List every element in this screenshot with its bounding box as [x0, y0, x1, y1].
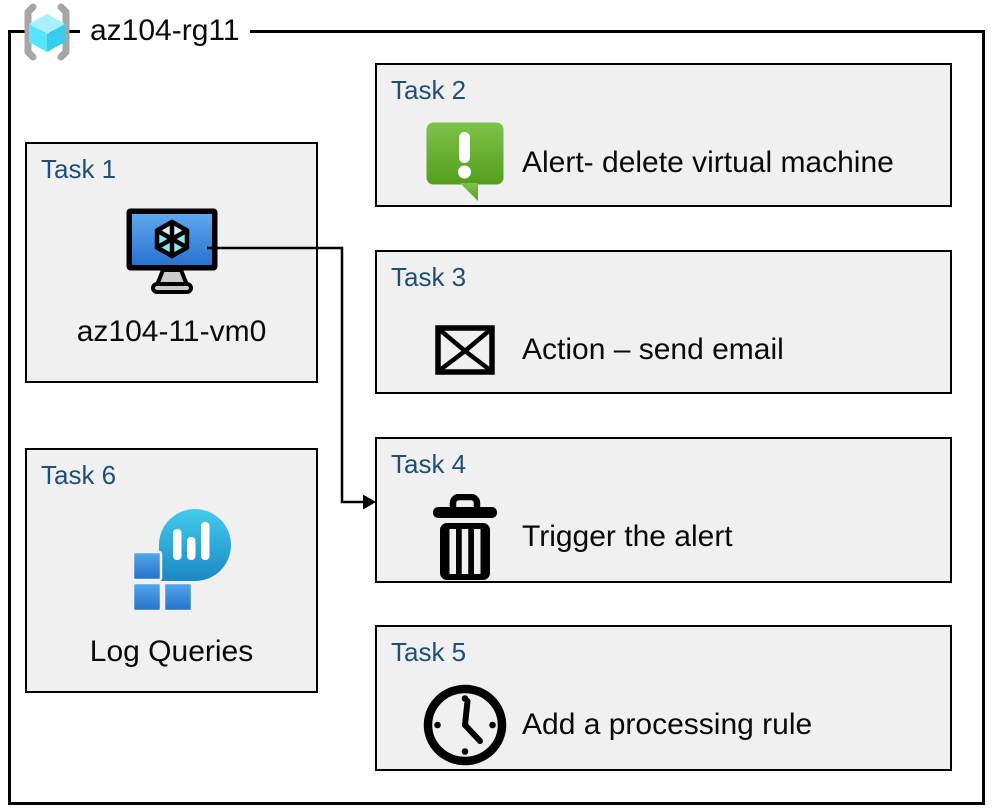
task-2-label: Alert- delete virtual machine [522, 146, 894, 179]
task-3-box: Task 3 Action – send email [375, 250, 952, 394]
resource-group-label: az104-rg11 [80, 12, 250, 50]
task-4-label: Trigger the alert [522, 520, 733, 553]
alert-message-icon [426, 122, 504, 201]
task-6-box: Task 6 Log Queries [25, 448, 318, 693]
resource-group-icon [24, 3, 70, 61]
task-1-title: Task 1 [41, 154, 117, 184]
task-3-title: Task 3 [391, 262, 467, 292]
log-analytics-icon [133, 509, 231, 611]
task-5-label: Add a processing rule [522, 708, 813, 741]
email-envelope-icon [435, 325, 495, 375]
task-2-title: Task 2 [391, 75, 467, 105]
task-6-label: Log Queries [89, 635, 254, 668]
task-5-box: Task 5 Add a processing rule [375, 625, 952, 771]
trash-icon [433, 494, 497, 580]
task-1-box: Task 1 az104-11-vm0 [25, 142, 318, 383]
task-4-title: Task 4 [391, 449, 467, 479]
task-2-box: Task 2 Alert- delete virtual machine [375, 63, 952, 207]
task-5-title: Task 5 [391, 637, 467, 667]
task-3-label: Action – send email [522, 333, 784, 366]
task-1-label: az104-11-vm0 [76, 315, 267, 348]
task-4-box: Task 4 Trigger the alert [375, 437, 952, 583]
task-6-title: Task 6 [41, 460, 117, 490]
clock-icon [423, 684, 507, 766]
virtual-machine-icon [126, 208, 218, 294]
